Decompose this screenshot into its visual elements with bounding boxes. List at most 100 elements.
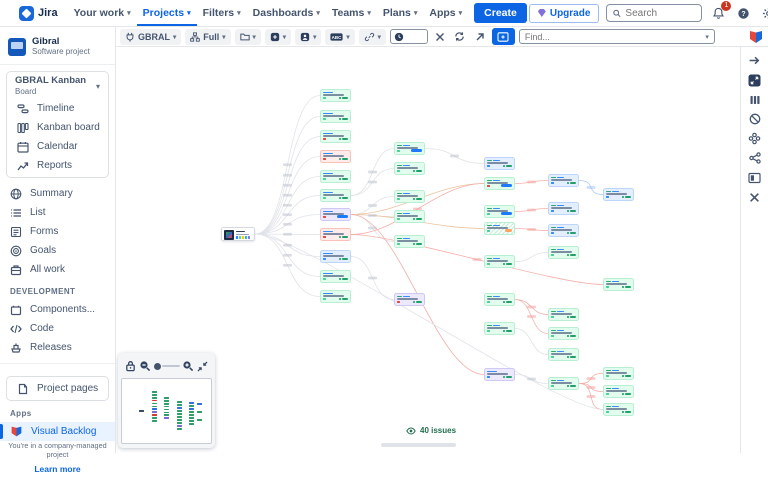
sidebar-item-goals[interactable]: Goals [0,241,115,260]
issue-node[interactable] [394,190,425,203]
panel-layout-button[interactable] [745,168,765,188]
issue-node[interactable] [484,177,515,190]
board-switcher[interactable]: GBRAL Kanban Board ▾ [7,75,108,99]
issue-node[interactable] [548,348,579,361]
group-filter[interactable]: ▾ [234,28,261,45]
issue-node[interactable] [484,205,515,218]
zoom-in-button[interactable] [182,360,194,372]
issue-node[interactable] [484,368,515,381]
dependency-graph-canvas[interactable]: 40 issues [116,47,740,453]
issue-node[interactable] [603,403,634,416]
sidebar-item-releases[interactable]: Releases [0,338,115,357]
find-input[interactable] [524,31,706,42]
label-filter[interactable]: ABC ▾ [325,28,355,45]
arrow-right-button[interactable] [745,51,765,71]
blocked-button[interactable] [745,110,765,130]
hierarchy-view-select[interactable]: Full▾ [185,28,231,45]
help-button[interactable]: ? [734,4,752,22]
issue-node[interactable] [603,367,634,380]
issue-node[interactable] [484,293,515,306]
time-filter-input[interactable] [389,29,428,44]
sidebar-item-calendar[interactable]: Calendar [7,137,108,156]
link-type-filter[interactable]: ▾ [358,28,386,45]
sidebar-item-visual-backlog[interactable]: Visual Backlog [0,422,115,442]
issue-node[interactable] [320,250,351,263]
issue-node[interactable] [320,130,351,143]
issue-node[interactable] [394,235,425,248]
issue-node[interactable] [484,157,515,170]
collapse-minimap-button[interactable] [197,360,208,372]
project-select[interactable]: GBRAL▾ [120,28,182,45]
sidebar-item-timeline[interactable]: Timeline [7,99,108,118]
issue-node[interactable] [548,308,579,321]
find-combobox[interactable]: ▾ [518,29,715,44]
learn-more-link[interactable]: Learn more [34,464,81,475]
create-button[interactable]: Create [474,3,527,23]
notifications-button[interactable]: 1 [709,1,732,22]
sidebar-item-code[interactable]: Code [0,319,115,338]
columns-button[interactable] [745,90,765,110]
frame-tool-button-active[interactable] [491,28,515,45]
issue-node[interactable] [548,246,579,259]
sidebar-item-reports[interactable]: Reports [7,156,108,175]
issue-node[interactable] [548,202,579,215]
nav-item-your-work[interactable]: Your work▾ [73,7,131,19]
search-box[interactable] [606,4,703,22]
issue-node[interactable] [320,189,351,202]
issue-type-filter[interactable]: ▾ [264,28,292,45]
issue-node[interactable] [394,142,425,155]
issue-node[interactable] [320,150,351,163]
share-nodes-button[interactable] [745,149,765,169]
issue-node[interactable] [548,377,579,390]
issue-node[interactable] [484,222,515,235]
issue-node[interactable] [548,224,579,237]
search-input[interactable] [625,7,696,19]
close-button[interactable] [745,188,765,208]
flower-button[interactable] [745,129,765,149]
issue-node[interactable] [484,322,515,335]
nav-item-plans[interactable]: Plans▾ [382,7,418,19]
sidebar-item-all-work[interactable]: All work [0,260,115,279]
issue-node[interactable] [484,255,515,268]
sidebar-item-kanban-board[interactable]: Kanban board [7,118,108,137]
issue-node[interactable] [394,162,425,175]
horizontal-scrollbar[interactable] [381,443,456,447]
nav-item-dashboards[interactable]: Dashboards▾ [252,7,320,19]
issue-node[interactable] [548,327,579,340]
nav-item-apps[interactable]: Apps▾ [429,7,463,19]
issue-node[interactable] [320,110,351,123]
issue-node[interactable] [320,228,351,241]
issue-node[interactable] [603,278,634,291]
expand-button[interactable] [745,71,765,91]
app-switcher-icon[interactable] [8,6,11,20]
clear-filters-button[interactable] [432,29,448,45]
nav-item-filters[interactable]: Filters▾ [202,7,241,19]
project-header[interactable]: Gibral Software project [0,35,115,64]
nav-item-teams[interactable]: Teams▾ [331,7,371,19]
issue-node[interactable] [320,170,351,183]
refresh-button[interactable] [452,29,468,45]
issue-node[interactable] [603,385,634,398]
open-in-new-button[interactable] [472,29,488,45]
issue-node[interactable] [320,270,351,283]
upgrade-button[interactable]: Upgrade [528,3,600,23]
minimap[interactable] [121,378,212,444]
lock-button[interactable] [125,360,136,372]
issue-node[interactable] [394,293,425,306]
zoom-slider-knob[interactable] [153,362,161,370]
jira-logo[interactable]: Jira [19,5,58,21]
sidebar-item-list[interactable]: List [0,203,115,222]
zoom-slider[interactable] [153,362,180,370]
assignee-filter[interactable]: ▾ [295,28,322,45]
settings-button[interactable] [759,4,768,22]
issue-node[interactable] [603,188,634,201]
sidebar-item-project-pages[interactable]: Project pages [7,379,108,398]
issue-node[interactable] [394,210,425,223]
issue-node[interactable] [320,290,351,303]
sidebar-item-summary[interactable]: Summary [0,184,115,203]
sidebar-item-components[interactable]: Components... [0,300,115,319]
issue-node[interactable] [548,174,579,187]
issue-node[interactable] [320,89,351,102]
nav-item-projects[interactable]: Projects▾ [137,0,197,26]
zoom-out-button[interactable] [139,360,151,372]
